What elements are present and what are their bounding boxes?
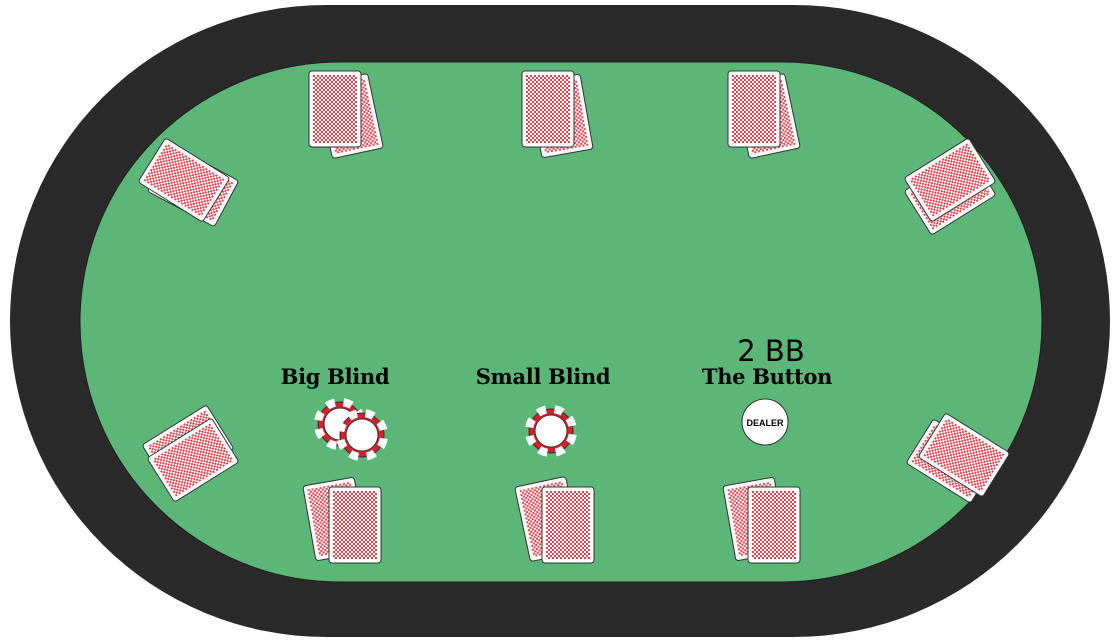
dealer-button: DEALER bbox=[742, 399, 788, 445]
bet-amount-text: 2 BB bbox=[737, 334, 804, 368]
hole-cards-bottom-right bbox=[723, 477, 800, 563]
hole-cards-bottom-left bbox=[303, 477, 381, 563]
big-blind-label: Big Blind bbox=[281, 364, 390, 389]
dealer-button-label: DEALER bbox=[746, 418, 784, 428]
small-blind-label: Small Blind bbox=[476, 364, 611, 389]
